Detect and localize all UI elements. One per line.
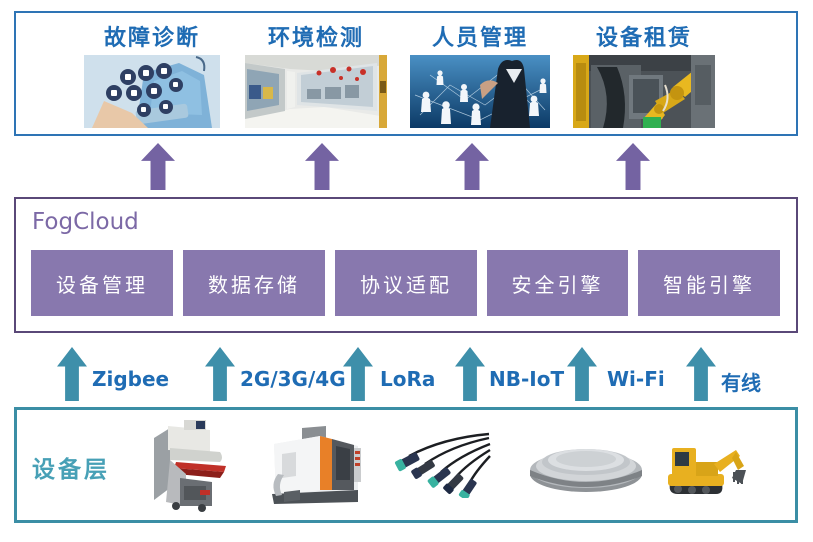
module-data-storage: 数据存储 (183, 250, 325, 316)
protocol-label-wired: 有线 (721, 371, 761, 395)
protocol-label-wifi: Wi-Fi (607, 367, 665, 391)
up-arrow-icon (455, 347, 485, 401)
milling-machine-image (140, 418, 232, 512)
excavator-image (658, 432, 748, 498)
protocol-label-nbiot: NB-IoT (489, 367, 565, 391)
module-security-engine: 安全引擎 (487, 250, 628, 316)
app-label-personnel-management: 人员管理 (431, 26, 528, 51)
cnc-machine-image (262, 418, 366, 512)
app-label-fault-diagnosis: 故障诊断 (103, 26, 200, 51)
up-arrow-icon (305, 143, 339, 190)
up-arrow-icon (567, 347, 597, 401)
up-arrow-icon (686, 347, 716, 401)
protocol-label-lora: LoRa (380, 367, 436, 391)
up-arrow-icon (616, 143, 650, 190)
laboratory-corridor-image (245, 55, 387, 128)
sensor-cables-image (393, 430, 491, 498)
application-layer-box: 故障诊断 (14, 11, 798, 136)
industrial-robot-image (573, 55, 715, 128)
up-arrow-icon (141, 143, 175, 190)
fault-diagnosis-image (84, 55, 220, 128)
module-intelligence-engine: 智能引擎 (638, 250, 780, 316)
up-arrow-icon (343, 347, 373, 401)
app-label-equipment-rental: 设备租赁 (595, 26, 692, 51)
module-protocol-adaptation: 协议适配 (335, 250, 477, 316)
module-device-management: 设备管理 (31, 250, 173, 316)
up-arrow-icon (455, 143, 489, 190)
up-arrow-icon (205, 347, 235, 401)
metal-disc-image (523, 430, 649, 500)
fogcloud-title: FogCloud (32, 209, 139, 235)
people-network-image (410, 55, 550, 128)
app-label-environment-detection: 环境检测 (267, 26, 364, 51)
up-arrow-icon (57, 347, 87, 401)
protocol-label-zigbee: Zigbee (92, 367, 170, 391)
device-layer-label: 设备层 (32, 457, 110, 483)
fogcloud-layer-box: FogCloud 设备管理 数据存储 协议适配 安全引擎 智能引擎 (14, 197, 798, 333)
protocol-label-cellular: 2G/3G/4G (240, 367, 346, 391)
device-layer-box: 设备层 (14, 407, 798, 523)
